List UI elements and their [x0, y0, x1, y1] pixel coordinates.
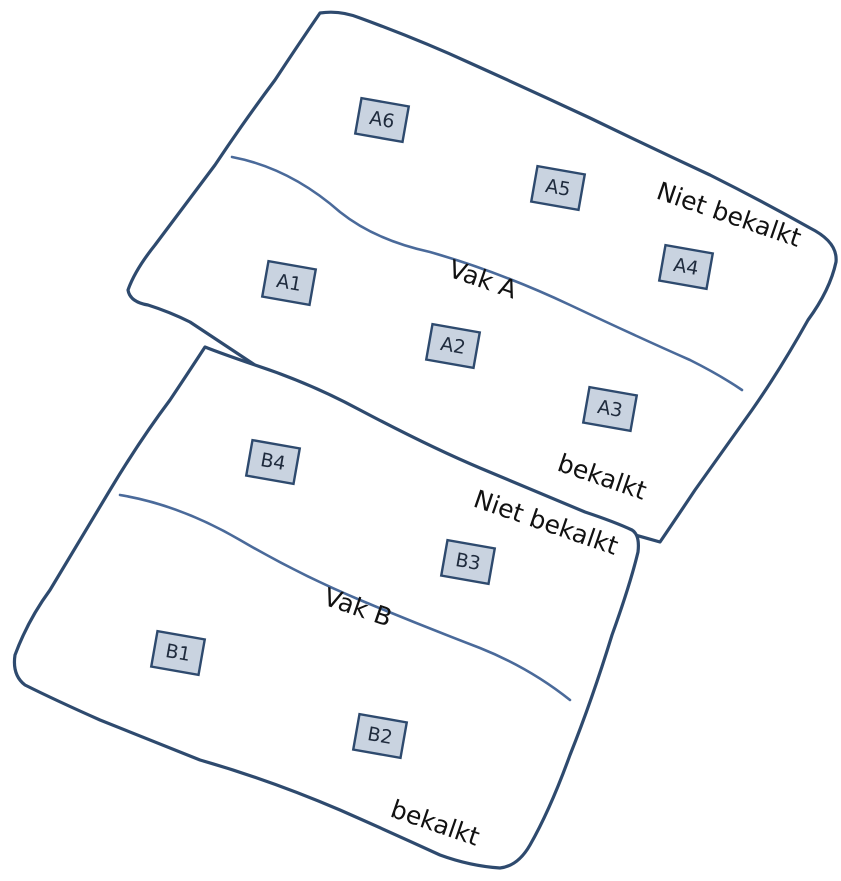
- plot-b3-label: B3: [454, 549, 483, 575]
- plot-b4: B4: [244, 438, 302, 486]
- field-b-outline: [12, 345, 640, 870]
- plot-a5-label: A5: [544, 175, 573, 201]
- plot-b3: B3: [439, 538, 497, 586]
- plot-a3: A3: [581, 385, 639, 433]
- field-a: A6 A5 A4 A1 A2 A3 Niet bekalkt Vak A bek…: [126, 10, 838, 544]
- plot-b1-label: B1: [164, 640, 193, 666]
- plot-a4: A4: [657, 243, 715, 291]
- plot-a4-label: A4: [672, 254, 701, 280]
- plot-b1: B1: [149, 629, 207, 677]
- field-a-outline: [126, 10, 838, 544]
- plot-a6-label: A6: [368, 107, 397, 133]
- field-a-divider: [230, 155, 744, 392]
- plot-a6: A6: [353, 96, 411, 144]
- plot-a1: A1: [260, 259, 318, 307]
- field-b: B4 B3 B1 B2 Niet bekalkt Vak B bekalkt: [12, 345, 640, 870]
- plot-a1-label: A1: [275, 270, 304, 296]
- plot-b2: B2: [351, 712, 409, 760]
- plot-a2-label: A2: [439, 333, 468, 359]
- plot-b4-label: B4: [259, 449, 288, 475]
- plot-a2: A2: [424, 322, 482, 370]
- plot-b2-label: B2: [366, 723, 395, 749]
- plot-a3-label: A3: [596, 396, 625, 422]
- plot-a5: A5: [529, 164, 587, 212]
- field-b-divider: [118, 493, 572, 702]
